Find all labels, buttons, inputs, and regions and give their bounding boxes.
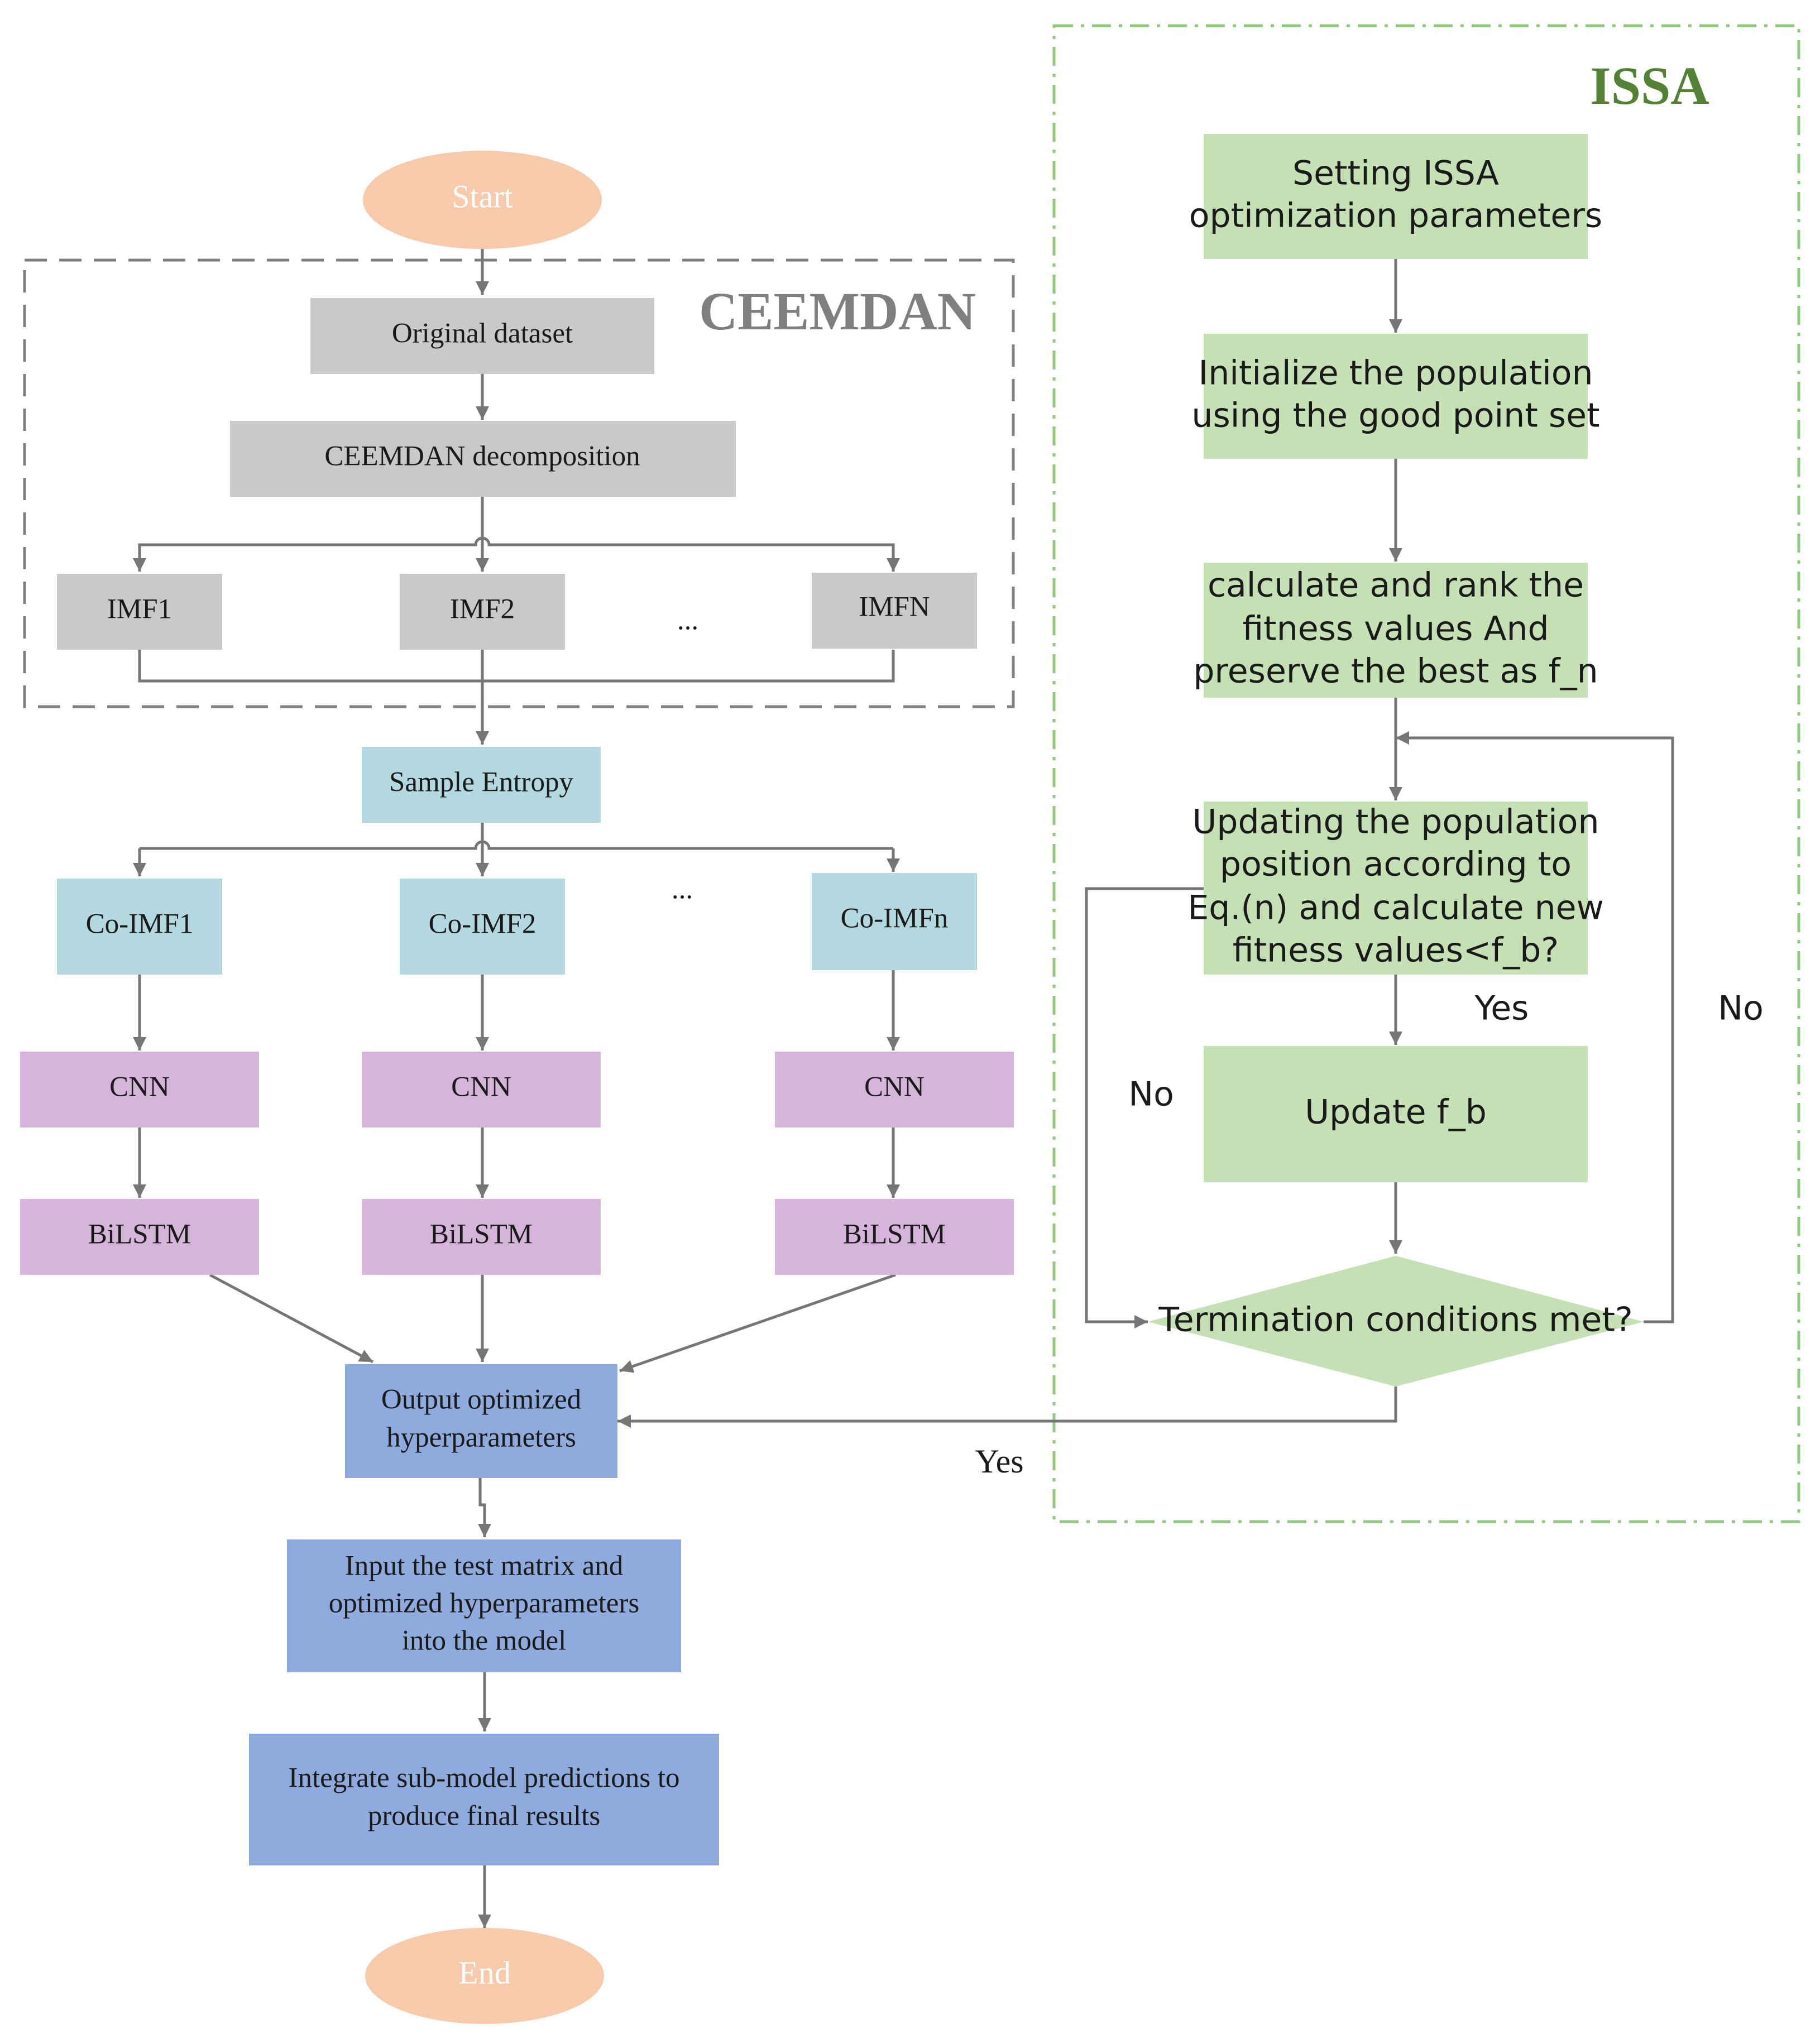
issa-calculate-line2: fitness values And: [1242, 610, 1549, 649]
cnn2-label: CNN: [451, 1072, 511, 1103]
issa-calculate-box: [1204, 563, 1588, 698]
input-test-line2: optimized hyperparameters: [329, 1588, 640, 1619]
decomposition-label: CEEMDAN decomposition: [324, 441, 640, 472]
issa-initialize-line2: using the good point set: [1191, 396, 1599, 435]
cnn1-label: CNN: [109, 1072, 170, 1103]
imf2-box: [400, 574, 565, 650]
bilstmn-box: [775, 1199, 1014, 1275]
issa-termination-diamond: [1148, 1256, 1644, 1387]
end-oval: [365, 1928, 604, 2024]
issa-yes-label: Yes: [1474, 989, 1529, 1028]
cnn1-box: [20, 1052, 259, 1128]
coimfn-box: [812, 873, 977, 970]
line-coimf-bus: [140, 840, 893, 850]
arrow-no-right: [1396, 731, 1674, 1323]
connectors-left: [133, 249, 900, 1928]
imf1-box: [57, 574, 222, 650]
issa-calculate-line1: calculate and rank the: [1208, 566, 1584, 605]
issa-updatefb-box: [1204, 1046, 1588, 1182]
cnn2-box: [362, 1052, 601, 1128]
input-test-line1: Input the test matrix and: [345, 1551, 624, 1582]
sample-entropy-box: [362, 747, 601, 823]
start-oval: [363, 151, 602, 249]
input-test-line3: into the model: [402, 1625, 567, 1657]
issa-no-right-label: No: [1718, 989, 1764, 1028]
issa-calculate-line3: preserve the best as f_n: [1193, 652, 1598, 691]
bilstm1-label: BiLSTM: [88, 1219, 191, 1250]
coimf-ellipsis: ...: [672, 874, 693, 905]
coimf1-label: Co-IMF1: [86, 909, 194, 940]
bilstm1-box: [20, 1199, 259, 1275]
issa-initialize-line1: Initialize the population: [1199, 354, 1593, 393]
issa-updating-line3: Eq.(n) and calculate new: [1187, 889, 1603, 928]
coimfn-label: Co-IMFn: [841, 903, 949, 934]
connectors-issa: [617, 259, 1674, 1428]
issa-initialize-box: [1204, 334, 1588, 459]
arrow-output-input: [478, 1478, 491, 1537]
imfn-box: [812, 573, 977, 649]
imf-ellipsis: ...: [677, 605, 698, 636]
issa-updating-line2: position according to: [1220, 845, 1572, 884]
issa-setting-box: [1204, 134, 1588, 259]
coimf2-label: Co-IMF2: [429, 909, 537, 940]
issa-updating-box: [1204, 802, 1588, 975]
line-imf-bus: [138, 536, 895, 572]
issa-container: [1052, 24, 1800, 1523]
arrow-no-left: [1085, 887, 1204, 1328]
issa-title: ISSA: [1590, 56, 1709, 116]
bilstm2-label: BiLSTM: [430, 1219, 533, 1250]
line-imf-collect: [138, 650, 895, 683]
coimf2-box: [400, 879, 565, 975]
cnnn-box: [775, 1052, 1014, 1128]
original-dataset-box: [310, 298, 654, 374]
issa-updatefb-label: Update f_b: [1305, 1093, 1487, 1132]
integrate-line2: produce final results: [368, 1801, 600, 1832]
sample-entropy-label: Sample Entropy: [389, 767, 574, 798]
end-label: End: [458, 1954, 510, 1990]
decomposition-box: [230, 421, 736, 497]
output-line1: Output optimized: [381, 1384, 581, 1416]
bilstmn-label: BiLSTM: [843, 1219, 946, 1250]
issa-updating-line1: Updating the population: [1192, 803, 1599, 842]
ceemdan-title: CEEMDAN: [699, 281, 976, 341]
arrow-bilstm1-output: [209, 1273, 374, 1364]
issa-no-left-label: No: [1128, 1075, 1174, 1114]
output-line2: hyperparameters: [386, 1422, 576, 1453]
issa-setting-line2: optimization parameters: [1189, 196, 1602, 236]
start-label: Start: [452, 178, 513, 214]
cnnn-label: CNN: [864, 1072, 925, 1103]
integrate-line1: Integrate sub-model predictions to: [288, 1763, 679, 1794]
arrow-term-yes-output: [617, 1387, 1397, 1428]
coimf1-box: [57, 879, 222, 975]
imf1-label: IMF1: [107, 594, 172, 625]
original-dataset-label: Original dataset: [392, 318, 573, 349]
issa-termination-label: Termination conditions met?: [1158, 1301, 1632, 1340]
arrow-bilstmn-output: [619, 1273, 896, 1373]
input-test-box: [287, 1539, 681, 1672]
issa-setting-line1: Setting ISSA: [1292, 154, 1499, 193]
imf2-label: IMF2: [450, 594, 515, 625]
ceemdan-container: [23, 258, 1015, 708]
issa-updating-line4: fitness values<f_b?: [1233, 931, 1559, 970]
yes-to-output-label: Yes: [975, 1443, 1023, 1480]
imfn-label: IMFN: [859, 592, 930, 623]
bilstm2-box: [362, 1199, 601, 1275]
output-box: [345, 1364, 617, 1478]
integrate-box: [249, 1734, 719, 1865]
